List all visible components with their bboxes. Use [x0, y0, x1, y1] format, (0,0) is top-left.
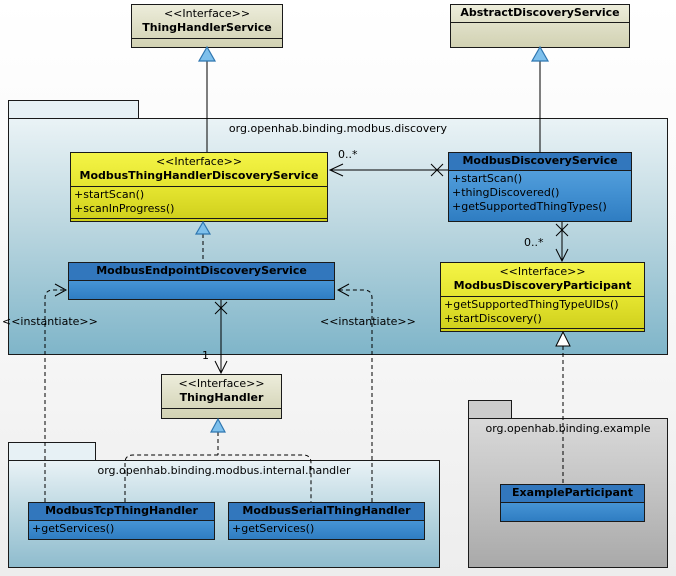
method: +getServices()	[32, 522, 115, 535]
multiplicity-label: 0..*	[338, 148, 358, 161]
methods-compartment: +startScan() +thingDiscovered() +getSupp…	[449, 171, 631, 221]
instantiate-label: <<instantiate>>	[320, 315, 416, 328]
methods-compartment: +startScan() +scanInProgress()	[71, 186, 327, 218]
empty-compartment	[441, 328, 644, 331]
method: +getSupportedThingTypeUIDs()	[444, 298, 619, 311]
instantiate-label: <<instantiate>>	[2, 315, 98, 328]
stereotype-label: <<Interface>>	[163, 7, 251, 20]
methods-compartment: +getSupportedThingTypeUIDs() +startDisco…	[441, 296, 644, 328]
multiplicity-label: 0..*	[524, 236, 544, 249]
method: +getSupportedThingTypes()	[452, 200, 607, 213]
class-name: ExampleParticipant	[501, 485, 644, 503]
methods-compartment: +getServices()	[229, 521, 424, 539]
class-name: ModbusSerialThingHandler	[229, 503, 424, 521]
generalization-triangle-icon	[530, 45, 550, 62]
generalization-triangle-icon	[209, 417, 227, 433]
class-modbus-tcp-thing-handler[interactable]: ModbusTcpThingHandler +getServices()	[28, 502, 215, 540]
class-modbus-serial-thing-handler[interactable]: ModbusSerialThingHandler +getServices()	[228, 502, 425, 540]
empty-compartment	[71, 218, 327, 221]
class-name: AbstractDiscoveryService	[460, 6, 620, 19]
method: +scanInProgress()	[74, 202, 175, 215]
package-discovery-label: org.openhab.binding.modbus.discovery	[228, 122, 448, 135]
open-arrowhead-icon	[214, 360, 228, 375]
package-internal-handler-tab[interactable]	[8, 442, 96, 460]
package-example-tab[interactable]	[468, 400, 512, 418]
method: +startDiscovery()	[444, 312, 542, 325]
class-name: ModbusThingHandlerDiscoveryService	[79, 169, 319, 182]
generalization-triangle-icon	[197, 45, 217, 62]
empty-compartment	[132, 38, 282, 47]
interface-thing-handler[interactable]: <<Interface>> ThingHandler	[161, 374, 282, 419]
stereotype-label: <<Interface>>	[155, 155, 243, 168]
package-internal-handler-label: org.openhab.binding.modbus.internal.hand…	[97, 464, 351, 477]
class-modbus-endpoint-discovery-service[interactable]: ModbusEndpointDiscoveryService	[68, 262, 335, 300]
stereotype-label: <<Interface>>	[178, 377, 265, 390]
class-name: ThingHandlerService	[142, 21, 272, 34]
stereotype-label: <<Interface>>	[499, 265, 586, 278]
empty-compartment	[69, 281, 334, 299]
method: +getServices()	[232, 522, 315, 535]
method: +thingDiscovered()	[452, 186, 560, 199]
class-name: ModbusEndpointDiscoveryService	[69, 263, 334, 281]
class-name: ModbusDiscoveryParticipant	[453, 279, 632, 292]
method: +startScan()	[452, 172, 523, 185]
class-thing-handler-service[interactable]: <<Interface>> ThingHandlerService	[131, 4, 283, 48]
package-example-label: org.openhab.binding.example	[485, 422, 651, 435]
class-modbus-discovery-service[interactable]: ModbusDiscoveryService +startScan() +thi…	[448, 152, 632, 222]
multiplicity-label: 1	[202, 349, 209, 362]
class-name: ModbusDiscoveryService	[449, 153, 631, 171]
method: +startScan()	[74, 188, 145, 201]
class-example-participant[interactable]: ExampleParticipant	[500, 484, 645, 522]
class-name: ThingHandler	[179, 391, 264, 404]
empty-compartment	[451, 22, 629, 47]
interface-modbus-thing-handler-discovery-service[interactable]: <<Interface>> ModbusThingHandlerDiscover…	[70, 152, 328, 222]
methods-compartment: +getServices()	[29, 521, 214, 539]
class-abstract-discovery-service[interactable]: AbstractDiscoveryService	[450, 4, 630, 48]
interface-modbus-discovery-participant[interactable]: <<Interface>> ModbusDiscoveryParticipant…	[440, 262, 645, 332]
empty-compartment	[501, 503, 644, 521]
class-name: ModbusTcpThingHandler	[29, 503, 214, 521]
empty-compartment	[162, 408, 281, 418]
package-discovery-tab[interactable]	[8, 100, 139, 118]
